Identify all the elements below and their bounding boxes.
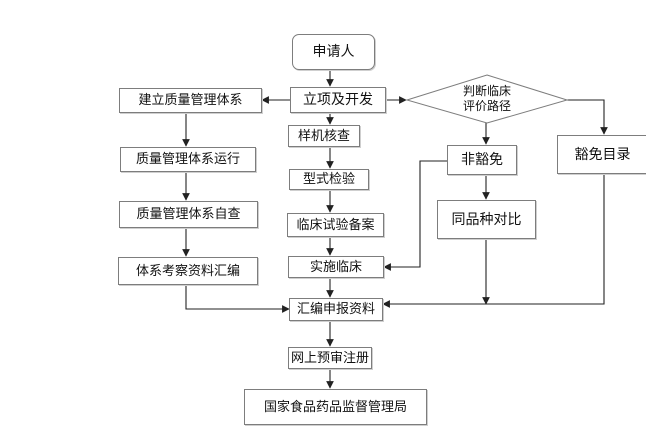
step-nmpa: 国家食品药品监督管理局: [244, 389, 427, 425]
decision-label-line2: 评价路径: [462, 99, 511, 113]
step-project-development: 立项及开发: [290, 87, 386, 113]
step-conduct-clinical: 实施临床: [288, 256, 384, 278]
step-prototype-check: 样机核查: [288, 125, 360, 147]
arrow-quality-to-compile: [185, 285, 290, 313]
step-compile-materials: 汇编申报资料: [289, 298, 383, 321]
branch-exempt-catalog: 豁免目录: [557, 135, 646, 174]
arrow-decision-to-exempt: [565, 99, 608, 135]
decision-diamond: [405, 74, 569, 124]
step-clinical-trial-filing: 临床试验备案: [287, 213, 384, 237]
arrow-nonexempt-to-clinical: [383, 160, 447, 271]
start-node-applicant: 申请人: [292, 34, 375, 70]
step-online-pre-review: 网上预审注册: [288, 347, 372, 369]
quality-operation: 质量管理体系运行: [120, 147, 256, 172]
arrow-exempt-to-compile: [382, 174, 605, 308]
quality-docs-compile: 体系考察资料汇编: [118, 257, 258, 285]
branch-non-exempt: 非豁免: [447, 145, 517, 175]
decision-label-line1: 判断临床: [462, 84, 511, 98]
branch-same-variety-compare: 同品种对比: [437, 200, 536, 239]
step-type-test: 型式检验: [289, 169, 369, 190]
quality-establish: 建立质量管理体系: [119, 88, 262, 113]
decision-label: 判断临床 评价路径: [437, 84, 537, 114]
quality-self-check: 质量管理体系自查: [119, 201, 258, 228]
